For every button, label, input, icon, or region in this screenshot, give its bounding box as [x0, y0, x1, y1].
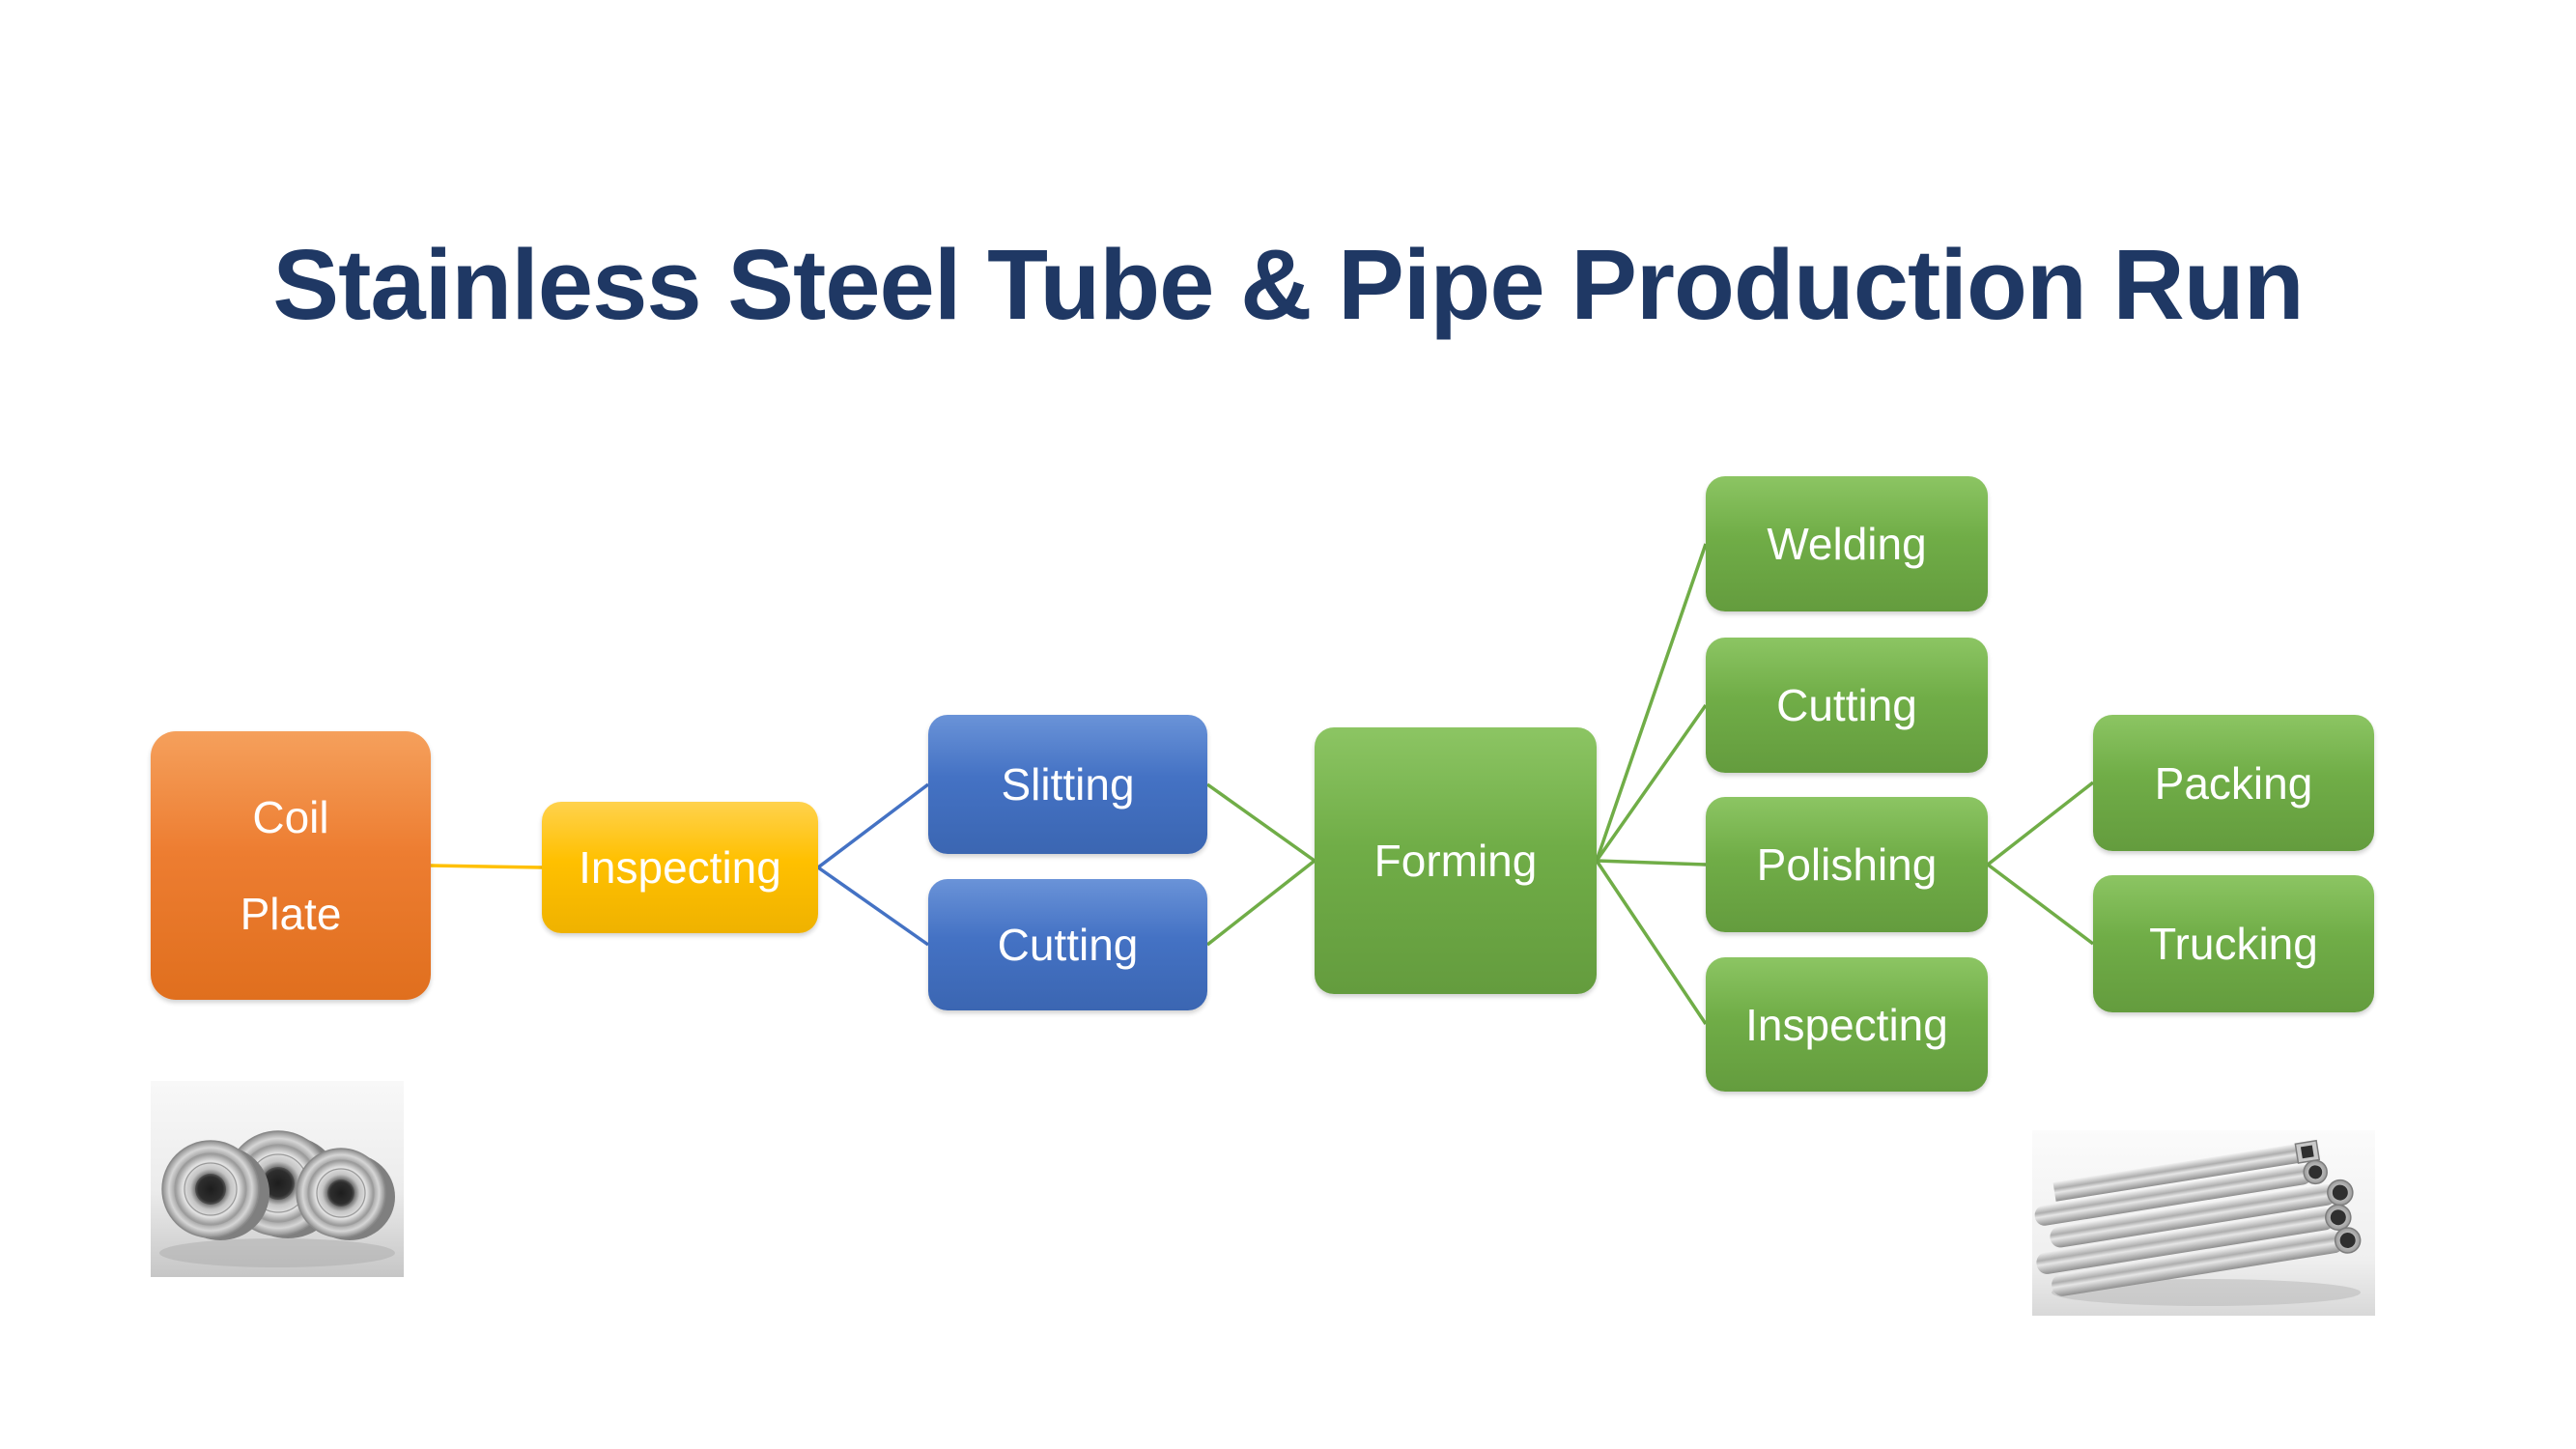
node-cutting-green-label: Cutting — [1776, 680, 1917, 730]
node-slitting: Slitting — [928, 715, 1207, 854]
node-forming: Forming — [1315, 727, 1597, 994]
node-coil-plate-label-line1: Coil — [252, 792, 329, 842]
node-cutting-blue: Cutting — [928, 879, 1207, 1010]
node-coil-plate: Coil Plate — [151, 731, 431, 1000]
node-packing-label: Packing — [2154, 757, 2313, 809]
node-inspecting-1: Inspecting — [542, 802, 818, 933]
node-packing: Packing — [2093, 715, 2374, 851]
page-title: Stainless Steel Tube & Pipe Production R… — [272, 229, 2304, 340]
node-inspecting-1-label: Inspecting — [579, 842, 781, 893]
node-forming-label: Forming — [1373, 836, 1538, 886]
node-trucking-label: Trucking — [2149, 919, 2318, 969]
node-welding: Welding — [1706, 476, 1988, 611]
node-cutting-green: Cutting — [1706, 638, 1988, 773]
steel-coils-illustration — [151, 1081, 404, 1277]
edge-coilplate-inspecting — [430, 864, 543, 869]
edge-polishing-trucking — [1986, 863, 2095, 946]
edge-cutting-forming — [1205, 859, 1316, 947]
edge-inspecting-slitting — [816, 782, 930, 869]
node-slitting-label: Slitting — [1001, 759, 1135, 810]
steel-tubes-pipes-photo — [2032, 1130, 2375, 1316]
node-coil-plate-label-line2: Plate — [240, 889, 342, 939]
edge-forming-polishing — [1596, 859, 1707, 867]
node-inspecting-2: Inspecting — [1706, 957, 1988, 1092]
edge-slitting-forming — [1205, 782, 1316, 863]
node-polishing-label: Polishing — [1756, 839, 1938, 890]
edge-forming-cutting — [1595, 703, 1708, 863]
edge-forming-inspecting — [1595, 860, 1708, 1025]
steel-tubes-illustration — [2032, 1130, 2375, 1316]
node-cutting-blue-label: Cutting — [997, 920, 1139, 970]
edge-inspecting-cutting — [816, 866, 930, 947]
node-welding-label: Welding — [1767, 519, 1927, 569]
node-trucking: Trucking — [2093, 875, 2374, 1012]
edge-polishing-packing — [1986, 781, 2095, 867]
node-polishing: Polishing — [1706, 797, 1988, 932]
steel-coils-photo — [151, 1081, 404, 1277]
node-inspecting-2-label: Inspecting — [1745, 999, 1948, 1050]
edge-forming-welding — [1595, 543, 1708, 862]
